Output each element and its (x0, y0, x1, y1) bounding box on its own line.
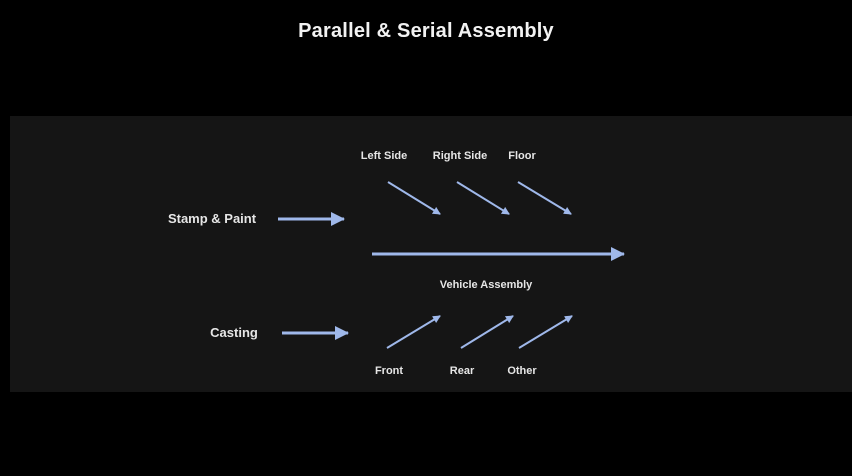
label-rear: Rear (450, 365, 475, 377)
label-stamp-paint: Stamp & Paint (168, 211, 257, 226)
slide-title: Parallel & Serial Assembly (298, 20, 554, 42)
arrow-left-side (387, 181, 441, 215)
arrow-front (386, 315, 441, 349)
label-right-side: Right Side (433, 150, 487, 162)
arrow-right-side (456, 181, 510, 215)
arrow-floor (517, 181, 572, 215)
label-other: Other (507, 365, 537, 377)
label-casting: Casting (210, 325, 258, 340)
arrow-other (518, 315, 573, 349)
label-front: Front (375, 365, 403, 377)
label-floor: Floor (508, 150, 536, 162)
label-vehicle-assembly: Vehicle Assembly (440, 279, 533, 291)
label-left-side: Left Side (361, 150, 407, 162)
arrow-rear (460, 315, 514, 349)
